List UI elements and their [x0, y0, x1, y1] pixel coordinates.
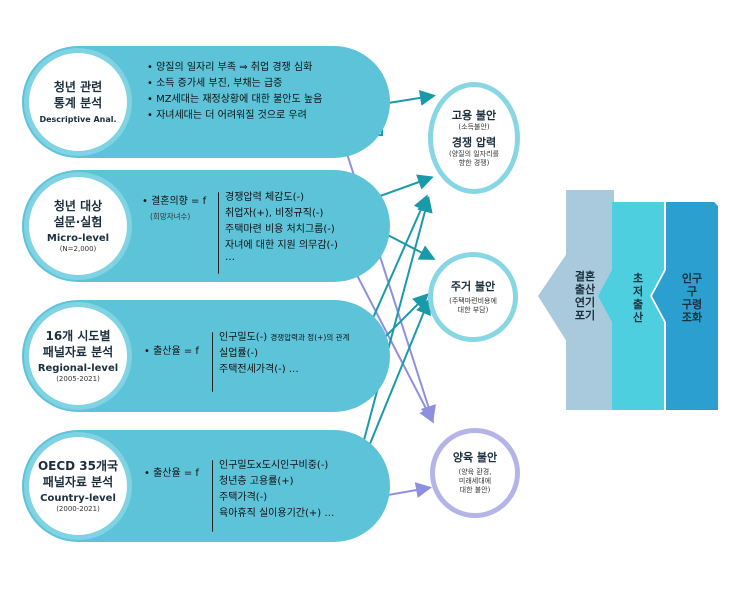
factor-list: 인구밀도x도시인구비중(-) 청년층 고용률(+) 주택가격(-) 육아휴직 실… — [219, 458, 334, 522]
factor-item: 경쟁압력 체감도(-) — [225, 192, 304, 203]
formula: • 출산율 = f — [144, 468, 199, 479]
level-label: Descriptive Anal. — [39, 114, 117, 124]
outcome-sub: 대한 부담) — [457, 305, 489, 314]
vtext-line: 구 — [686, 285, 698, 298]
outcome-sub: (양질의 일자리를 — [448, 149, 500, 158]
factor-item: 실업률(-) — [219, 348, 259, 359]
label-aging: 인구 구 구령 조화 — [670, 272, 714, 324]
brace — [218, 192, 219, 274]
factor-item: 인구밀도(-) — [219, 332, 268, 343]
formula: • 결혼의향 = f — [142, 196, 207, 207]
vtext-line: 구령 — [681, 298, 703, 311]
factor-item: 취업자(+), 비정규직(-) — [225, 208, 324, 219]
vtext-line: 결혼 — [574, 270, 596, 283]
outcome-sub: 미래세대에 — [458, 477, 492, 485]
outcome-employment: 고용 불안 (소득불안) 경쟁 압력 (양질의 일자리를 향한 경쟁) — [428, 82, 520, 194]
outcome-title: 고용 불안 — [451, 108, 497, 122]
aging-band — [652, 202, 718, 410]
formula: • 출산율 = f — [144, 346, 199, 357]
vtext-line: 초 — [632, 272, 644, 285]
level-label: Regional-level — [37, 363, 119, 374]
title-line: 패널자료 분석 — [42, 475, 114, 489]
box-descriptive: 청년 관련 통계 분석 Descriptive Anal. 양질의 일자리 부족… — [22, 46, 390, 158]
outcome-childcare: 양육 불안 (양육 환경, 미래세대에 대한 불안) — [430, 428, 520, 518]
level-label: Micro-level — [46, 233, 110, 244]
vtext-line: 저 — [632, 285, 644, 298]
vtext-line: 출 — [632, 298, 644, 311]
box-regional-label: 16개 시도별 패널자료 분석 Regional-level (2005-202… — [24, 302, 132, 410]
bullet-item: 양질의 일자리 부족 ⇒ 취업 경쟁 심화 — [147, 60, 322, 76]
vtext-line: 조화 — [681, 311, 703, 324]
factor-item: 주택가격(-) — [219, 492, 268, 503]
vtext-line: 연기 — [574, 296, 596, 309]
factor-item: 육아휴직 실이용기간(+) … — [219, 508, 335, 519]
factor-item: 인구밀도x도시인구비중(-) — [219, 460, 329, 471]
outcome-title: 양육 불안 — [452, 451, 498, 464]
factor-item: 청년층 고용률(+) — [219, 476, 294, 487]
arrow-row1-employment — [381, 89, 436, 106]
bullet-item: 자녀세대는 더 어려워질 것으로 우려 — [147, 108, 322, 124]
box-micro-label: 청년 대상 설문·실험 Micro-level (N=2,000) — [24, 172, 132, 280]
factor-item: 자녀에 대한 지원 의무감(-) — [225, 240, 338, 251]
box-descriptive-label: 청년 관련 통계 분석 Descriptive Anal. — [24, 48, 132, 156]
title-line: 통계 분석 — [53, 95, 103, 110]
factor-note: 경쟁압력과 정(+)의 관계 — [270, 333, 350, 342]
label-low-fertility: 초 저 출 산 — [618, 272, 658, 324]
low-fertility-band — [598, 202, 664, 410]
title-line: 16개 시도별 — [45, 329, 111, 343]
bullet-item: MZ세대는 재정상황에 대한 불안도 높음 — [147, 92, 322, 108]
outcome-sub: (양육 환경, — [458, 468, 492, 476]
title-line: 설문·실험 — [53, 215, 103, 229]
arrow-row4-employment — [355, 196, 433, 471]
brace — [212, 332, 213, 392]
arrow-row2-childcare — [344, 251, 434, 424]
range-label: (2000-2021) — [56, 505, 100, 513]
title-line: OECD 35개국 — [37, 459, 119, 473]
factor-list: 경쟁압력 체감도(-) 취업자(+), 비정규직(-) 주택마련 비용 처치그룹… — [225, 190, 338, 263]
bullet-item: 소득 증가세 부진, 부채는 급증 — [147, 76, 322, 92]
outcome-title: 주거 불안 — [450, 279, 496, 293]
outcome-sub: (소득불안) — [458, 122, 490, 131]
box-regional: 16개 시도별 패널자료 분석 Regional-level (2005-202… — [22, 300, 390, 412]
vtext-line: 산 — [632, 311, 644, 324]
label-marriage-postpone: 결혼 출산 연기 포기 — [567, 270, 603, 322]
range-label: (2005-2021) — [56, 375, 100, 383]
title-line: 청년 대상 — [53, 199, 103, 213]
box-country-label: OECD 35개국 패널자료 분석 Country-level (2000-20… — [24, 432, 132, 540]
brace — [212, 460, 213, 532]
outcome-housing: 주거 불안 (주택마련비용에 대한 부담) — [428, 252, 518, 342]
level-label: Country-level — [40, 493, 116, 504]
factor-item: 주택전세가격(-) … — [219, 364, 299, 375]
title-line: 청년 관련 — [53, 79, 103, 94]
box-country: OECD 35개국 패널자료 분석 Country-level (2000-20… — [22, 430, 390, 542]
factor-item: … — [225, 252, 235, 263]
box-micro: 청년 대상 설문·실험 Micro-level (N=2,000) • 결혼의향… — [22, 170, 390, 282]
vtext-line: 포기 — [574, 309, 596, 322]
outcome-title: 경쟁 압력 — [451, 135, 497, 149]
vtext-line: 출산 — [574, 283, 596, 296]
formula-sub: (희망자녀수) — [150, 212, 191, 221]
factor-list: 인구밀도(-) 경쟁압력과 정(+)의 관계 실업률(-) 주택전세가격(-) … — [219, 330, 349, 378]
outcome-sub: (주택마련비용에 — [449, 296, 497, 305]
outcome-sub: 향한 경쟁) — [458, 158, 490, 167]
title-line: 패널자료 분석 — [42, 345, 114, 359]
factor-item: 주택마련 비용 처치그룹(-) — [225, 224, 335, 235]
outcome-sub: 대한 불안) — [459, 486, 491, 494]
range-label: (N=2,000) — [59, 245, 97, 253]
bullet-list: 양질의 일자리 부족 ⇒ 취업 경쟁 심화 소득 증가세 부진, 부채는 급증 … — [147, 60, 322, 124]
vtext-line: 인구 — [681, 272, 703, 285]
